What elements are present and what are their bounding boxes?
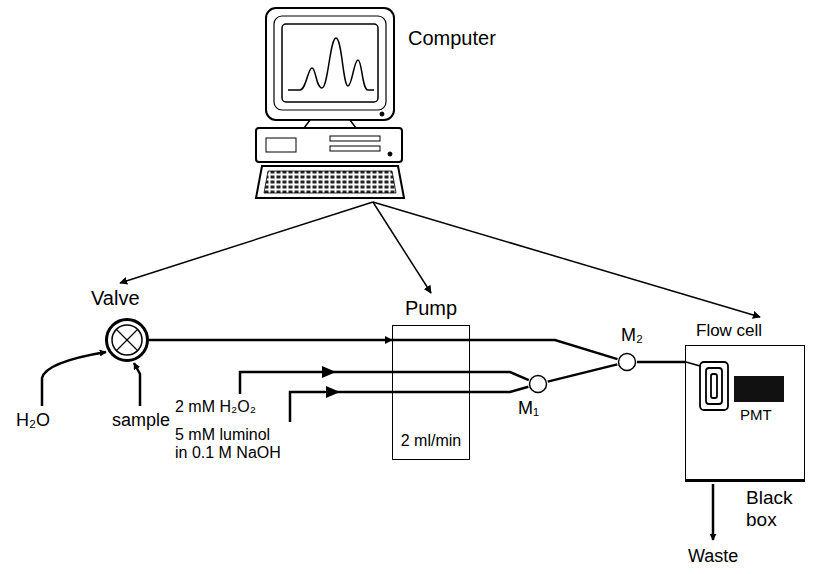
waste-line	[712, 484, 715, 540]
inlet-line	[134, 363, 140, 406]
computer-node: Computer	[250, 5, 405, 200]
pump-channel	[392, 391, 470, 394]
node-label: M₁	[518, 398, 539, 419]
pump-channel	[392, 339, 470, 342]
node-label: Flow cell	[696, 321, 762, 341]
node-label: Computer	[408, 27, 496, 50]
node-label: Valve	[91, 287, 140, 310]
pump-channel	[392, 371, 470, 374]
port-label: H₂O	[16, 410, 50, 431]
flow-line	[637, 361, 685, 364]
black-box-housing: PMTFlow cellBlack box	[685, 345, 805, 482]
node-note: 2 ml/min	[401, 432, 461, 450]
port-label: Waste	[688, 546, 738, 567]
node-label: PMT	[740, 406, 772, 423]
flow-line	[470, 340, 617, 359]
port-label: 5 mM luminol in 0.1 M NaOH	[175, 426, 287, 463]
flow-line	[548, 364, 618, 381]
port-label: 2 mM H₂O₂	[175, 398, 256, 416]
control-arrow	[120, 202, 373, 283]
flow-line	[470, 387, 528, 392]
control-arrow	[373, 202, 431, 293]
pump-box: Pump2 ml/min	[392, 325, 470, 460]
valve-node: Valve	[105, 318, 149, 362]
reagent-line	[290, 392, 392, 422]
flow-line	[149, 339, 392, 342]
node-note: Black box	[746, 487, 810, 531]
mixer-symbol	[617, 352, 637, 372]
mixer-symbol	[528, 374, 548, 394]
computer-illustration	[256, 8, 404, 198]
pmt-block: PMT	[734, 376, 784, 402]
flow-cell-spiral	[686, 362, 728, 410]
reagent-line	[240, 372, 392, 394]
mixer-circle: M₂	[617, 352, 637, 372]
flow-line	[470, 372, 529, 380]
valve-symbol	[105, 318, 149, 362]
node-label: M₂	[621, 325, 643, 346]
node-label: Pump	[405, 297, 457, 320]
inlet-line	[42, 352, 106, 406]
flow-arrow	[322, 366, 336, 378]
flow-arrow	[326, 386, 340, 398]
mixer-circle: M₁	[528, 374, 548, 394]
port-label: sample	[112, 410, 170, 431]
